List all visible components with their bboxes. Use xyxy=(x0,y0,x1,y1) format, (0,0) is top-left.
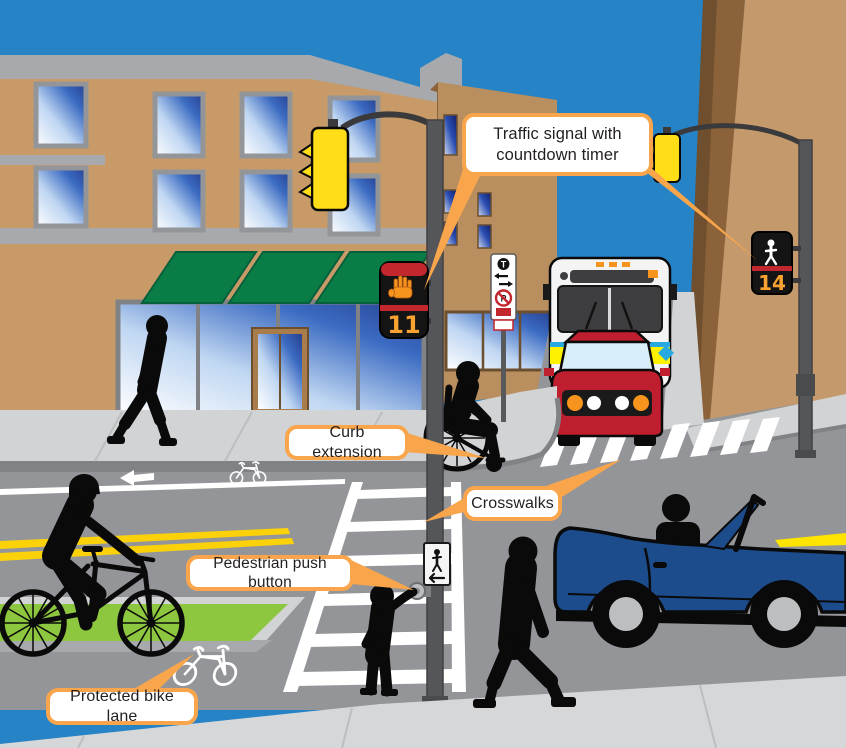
beam-to-bike-lane xyxy=(132,654,194,690)
cyclist xyxy=(0,473,185,657)
push-button-unit xyxy=(408,542,451,600)
callout-protected-bike-lane: Protected bike lane xyxy=(46,688,198,725)
beam-to-ladder-crosswalk xyxy=(424,498,464,522)
adult-pedestrian xyxy=(473,536,576,708)
callout-traffic-signal: Traffic signal with countdown timer xyxy=(462,113,653,176)
callout-pedestrian-push-button: Pedestrian push button xyxy=(186,555,354,591)
signal-pole-main: 11 xyxy=(298,111,451,706)
beam-to-zebra-crosswalk xyxy=(546,459,622,497)
building-windows xyxy=(33,81,381,237)
wheelchair-user xyxy=(423,361,506,472)
red-car xyxy=(544,329,670,446)
hand-icon xyxy=(388,275,413,299)
transit-sign-letter: T xyxy=(501,260,507,270)
beam-to-hand-signal xyxy=(424,166,480,290)
crosswalk-zebra xyxy=(540,417,780,467)
callout-beams xyxy=(132,158,757,690)
child-pedestrian xyxy=(360,584,418,697)
pedestrian-signal-walk: 14 xyxy=(751,231,801,295)
walk-icon xyxy=(764,239,778,266)
left-arrow-marking xyxy=(120,470,154,486)
countdown-11: 11 xyxy=(387,311,420,339)
beam-to-curb-extension xyxy=(404,432,486,458)
blue-convertible xyxy=(553,494,846,648)
bike-helmet xyxy=(68,473,100,496)
driver-silhouette xyxy=(662,494,690,522)
street-sign-post: T P xyxy=(490,253,517,422)
callout-crosswalks: Crosswalks xyxy=(463,486,562,521)
building-left xyxy=(0,55,437,418)
building-right xyxy=(686,0,846,420)
callout-curb-extension: Curb extension xyxy=(285,424,409,461)
countdown-14: 14 xyxy=(758,271,786,295)
foreground-sidewalk xyxy=(0,676,846,748)
beam-to-push-button xyxy=(351,560,414,590)
pedestrian-walking xyxy=(107,315,177,446)
traffic-signal-back-left xyxy=(298,119,350,212)
beam-to-walk-signal xyxy=(640,158,757,260)
storefront-door xyxy=(251,327,309,416)
pedestrian-signal-hand: 11 xyxy=(379,261,431,339)
